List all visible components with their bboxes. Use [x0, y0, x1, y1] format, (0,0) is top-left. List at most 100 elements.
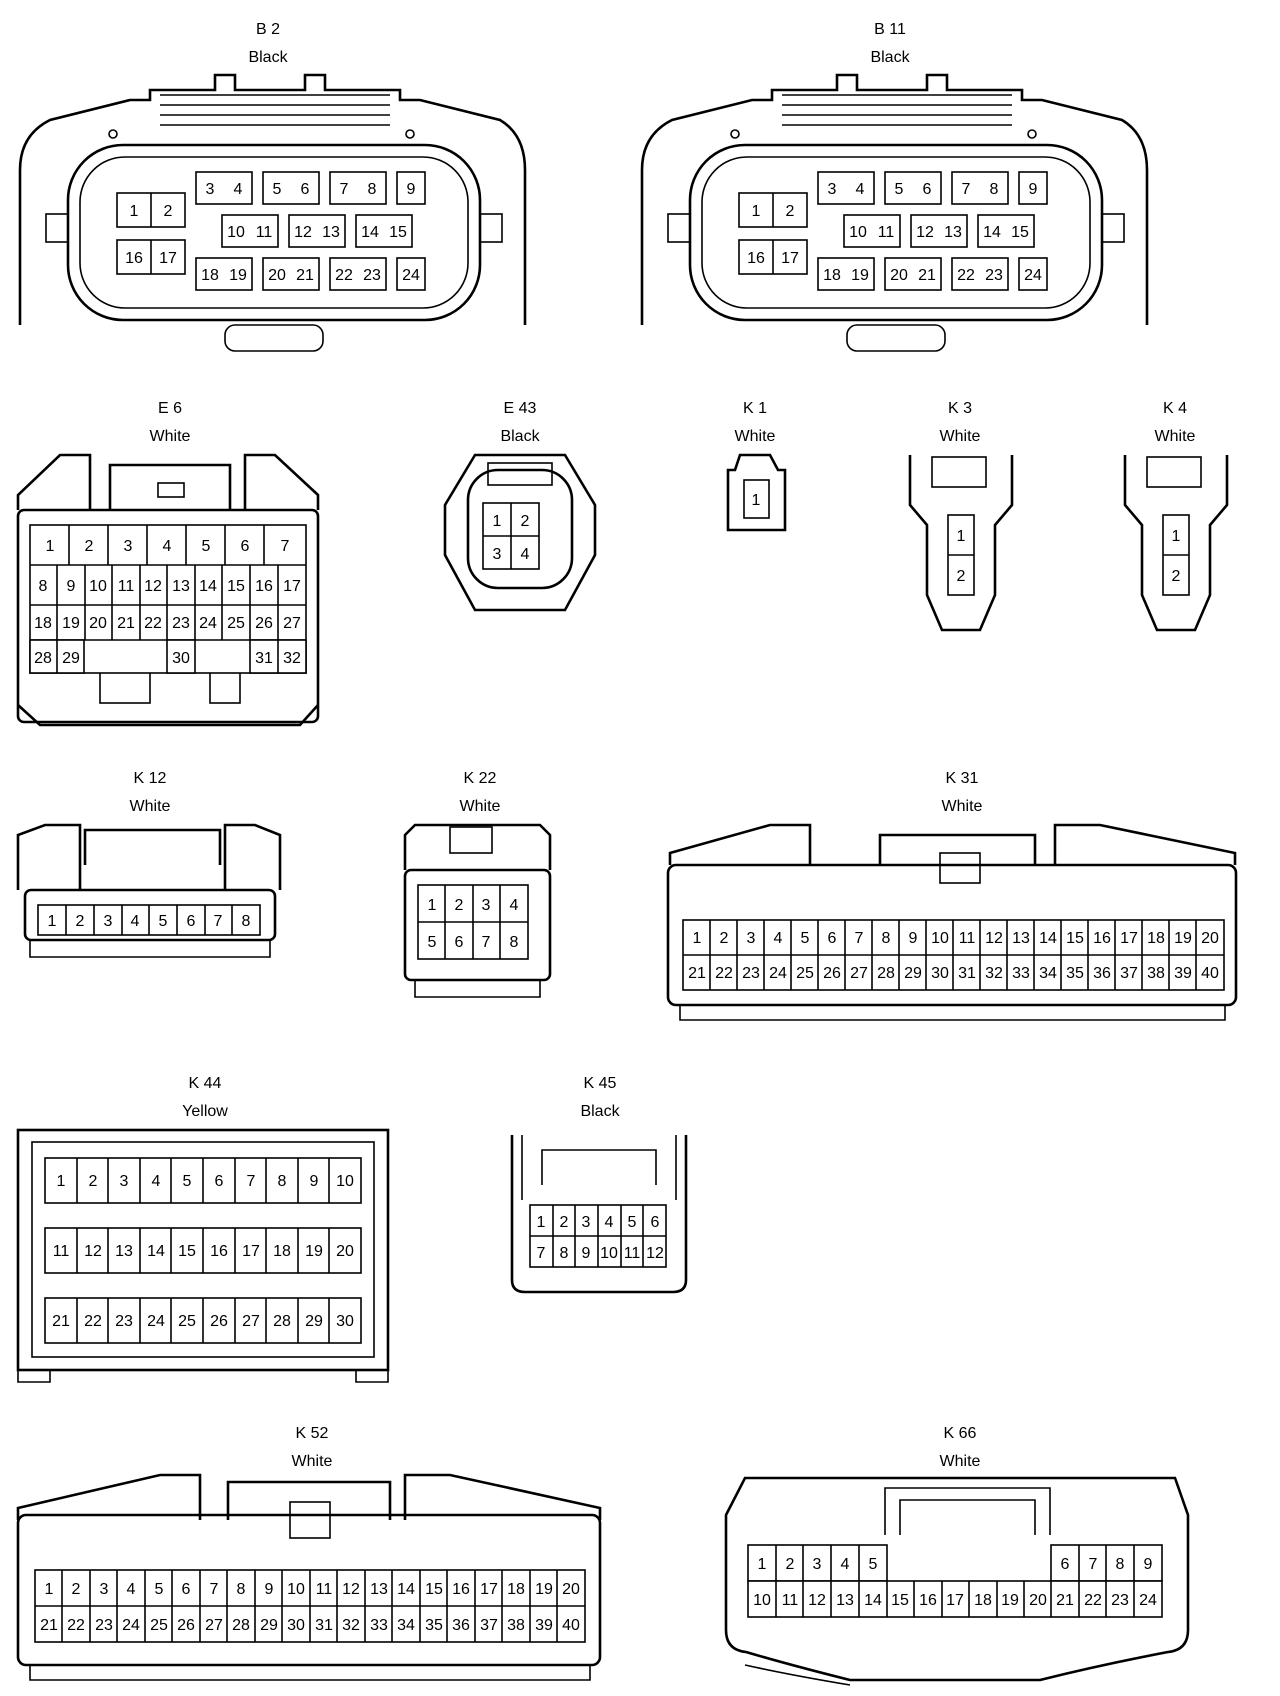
pin-number: 3: [482, 897, 491, 914]
pin-number: 28: [273, 1313, 291, 1330]
pin-number: 24: [1139, 1592, 1157, 1609]
pin-number: 7: [340, 181, 349, 198]
pin-number: 36: [1093, 965, 1111, 982]
pin-number: 31: [315, 1617, 333, 1634]
pin-number: 6: [301, 181, 310, 198]
pin-number: 21: [40, 1617, 58, 1634]
pin-number: 25: [796, 965, 814, 982]
pin-number: 34: [1039, 965, 1057, 982]
pin-number: 24: [147, 1313, 165, 1330]
pin-number: 38: [507, 1617, 525, 1634]
pin-number: 1: [957, 528, 966, 545]
pin-number: 18: [974, 1592, 992, 1609]
pin-number: 3: [104, 913, 113, 930]
pin-number: 28: [877, 965, 895, 982]
pin-number: 36: [452, 1617, 470, 1634]
pin-number: 16: [1093, 930, 1111, 947]
pin-number: 30: [287, 1617, 305, 1634]
pin-number: 2: [76, 913, 85, 930]
pin-number: 2: [164, 203, 173, 220]
connector-k1: K 1 White 1: [700, 395, 810, 555]
pin-number: 8: [278, 1173, 287, 1190]
connector-code: K 1: [742, 400, 767, 417]
pin-number: 37: [480, 1617, 498, 1634]
pin-number: 13: [370, 1581, 388, 1598]
pin-number: 16: [210, 1243, 228, 1260]
pin-number: 23: [95, 1617, 113, 1634]
pin-number: 1: [758, 1556, 767, 1573]
pin-number: 6: [241, 538, 250, 555]
connector-code: E 6: [157, 400, 182, 417]
pin-number: 11: [53, 1243, 70, 1260]
pin-number: 9: [909, 930, 918, 947]
pin-number: 17: [1120, 930, 1138, 947]
pin-number: 8: [882, 930, 891, 947]
pin-number: 1: [537, 1214, 546, 1231]
pin-number: 20: [1201, 930, 1219, 947]
pin-number: 35: [425, 1617, 443, 1634]
pin-number: 5: [183, 1173, 192, 1190]
pin-number: 8: [368, 181, 377, 198]
connector-code: K 12: [133, 770, 167, 787]
pin-number: 9: [67, 578, 76, 595]
pin-number: 10: [600, 1245, 618, 1262]
pin-number: 10: [849, 224, 867, 241]
pin-number: 1: [693, 930, 702, 947]
pin-number: 18: [823, 267, 841, 284]
connector-color: White: [291, 1453, 333, 1470]
pin-number: 17: [283, 578, 301, 595]
pin-number: 15: [389, 224, 407, 241]
pin-number: 1: [57, 1173, 66, 1190]
pin-number: 2: [720, 930, 729, 947]
pin-number: 20: [562, 1581, 580, 1598]
pin-number: 1: [752, 203, 761, 220]
pin-number: 12: [294, 224, 312, 241]
pin-number: 24: [402, 267, 420, 284]
connector-code: K 66: [943, 1425, 977, 1442]
pin-number: 39: [1174, 965, 1192, 982]
pin-number: 24: [769, 965, 787, 982]
connector-code: K 52: [295, 1425, 329, 1442]
pin-number: 8: [990, 181, 999, 198]
pin-number: 11: [878, 224, 895, 241]
pin-number: 14: [199, 578, 217, 595]
pin-number: 7: [962, 181, 971, 198]
pin-number: 3: [582, 1214, 591, 1231]
pin-number: 21: [1056, 1592, 1074, 1609]
k12-outline: [16, 823, 282, 958]
pin-number: 2: [85, 538, 94, 555]
pin-number: 23: [985, 267, 1003, 284]
pin-number: 18: [507, 1581, 525, 1598]
k44-outline: [16, 1128, 390, 1383]
pin-number: 3: [206, 181, 215, 198]
pin-number: 2: [786, 203, 795, 220]
k45-outline: [510, 1135, 688, 1294]
pin-number: 21: [52, 1313, 70, 1330]
pin-number: 26: [177, 1617, 195, 1634]
pin-number: 38: [1147, 965, 1165, 982]
pin-number: 7: [281, 538, 290, 555]
pin-number: 5: [202, 538, 211, 555]
pin-number: 24: [199, 615, 217, 632]
pin-number: 1: [130, 203, 139, 220]
pin-number: 12: [144, 578, 162, 595]
connector-color: White: [1154, 428, 1196, 445]
pin-number: 4: [234, 181, 243, 198]
pin-number: 1: [46, 538, 55, 555]
pin-number: 17: [946, 1592, 964, 1609]
pin-number: 4: [774, 930, 783, 947]
pin-number: 7: [210, 1581, 219, 1598]
k52-outline: [16, 1473, 602, 1681]
pin-number: 20: [890, 267, 908, 284]
pin-number: 9: [582, 1245, 591, 1262]
pin-number: 13: [836, 1592, 854, 1609]
pin-number: 11: [118, 578, 135, 595]
pin-number: 28: [34, 650, 52, 667]
